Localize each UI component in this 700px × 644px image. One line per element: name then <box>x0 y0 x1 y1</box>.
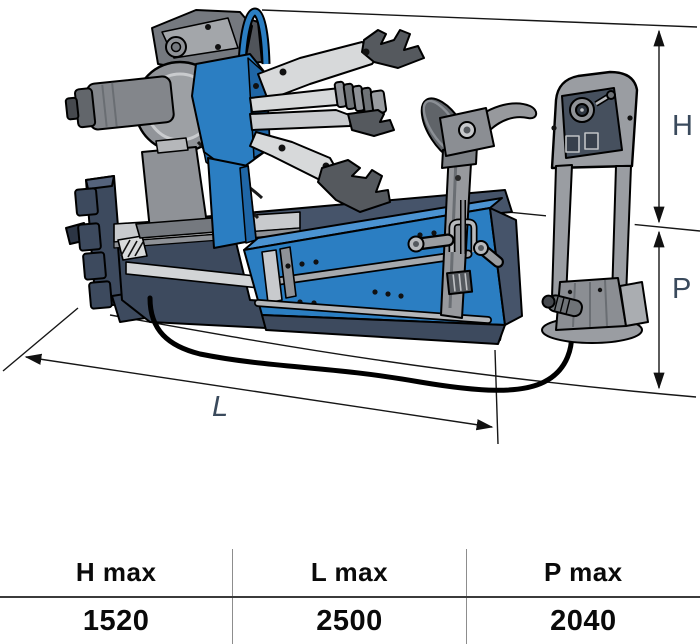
spec-table-header-row: H max L max P max <box>0 549 700 596</box>
carriage-skirt <box>261 314 506 345</box>
ribbed-slider <box>333 80 388 115</box>
cable-connector <box>541 294 583 318</box>
h-dimension-label: H <box>672 110 693 142</box>
spec-table: H max L max P max 1520 2500 2040 <box>0 549 700 644</box>
middle-claw <box>347 109 395 137</box>
motor-gearbox-head <box>64 9 264 239</box>
spec-table-divider <box>0 596 700 598</box>
h-top-reference-line <box>261 9 698 28</box>
spec-header-h-max: H max <box>0 549 234 596</box>
hydraulic-motor <box>64 75 175 131</box>
lower-claw <box>317 159 391 213</box>
middle-arm-lower <box>249 109 353 131</box>
upper-claw <box>361 29 425 69</box>
dimension-lines <box>2 9 700 445</box>
l-dimension-arrow <box>24 353 494 431</box>
tire-changer-dimension-figure: H P L <box>2 7 700 445</box>
spec-header-p-max: P max <box>544 557 623 587</box>
carriage-slot <box>269 251 471 285</box>
spec-header-l-max: L max <box>233 549 467 596</box>
spec-table-values-row: 1520 2500 2040 <box>0 598 700 644</box>
carriage-right-step <box>489 207 523 326</box>
spec-value-p-max: 2040 <box>550 604 617 637</box>
rack-teeth <box>117 235 148 261</box>
l-left-extension-tick <box>2 307 79 372</box>
chuck-clamping-arms <box>249 29 425 213</box>
p-dimension-label: P <box>672 273 691 305</box>
ribbed-pedal-block <box>446 269 474 296</box>
power-cable <box>147 295 575 393</box>
control-button-left <box>565 135 580 153</box>
control-column <box>541 70 649 344</box>
pedestal <box>141 146 208 231</box>
carry-loop <box>239 9 269 65</box>
spec-value-h-max: 1520 <box>0 598 234 644</box>
l-right-extension-tick <box>494 349 499 445</box>
l-dimension-label: L <box>212 391 228 423</box>
spec-value-l-max: 2500 <box>233 598 467 644</box>
pedal-block <box>619 281 649 327</box>
machine-illustration <box>64 7 649 393</box>
tool-post <box>407 97 538 319</box>
control-button-right <box>584 132 599 150</box>
